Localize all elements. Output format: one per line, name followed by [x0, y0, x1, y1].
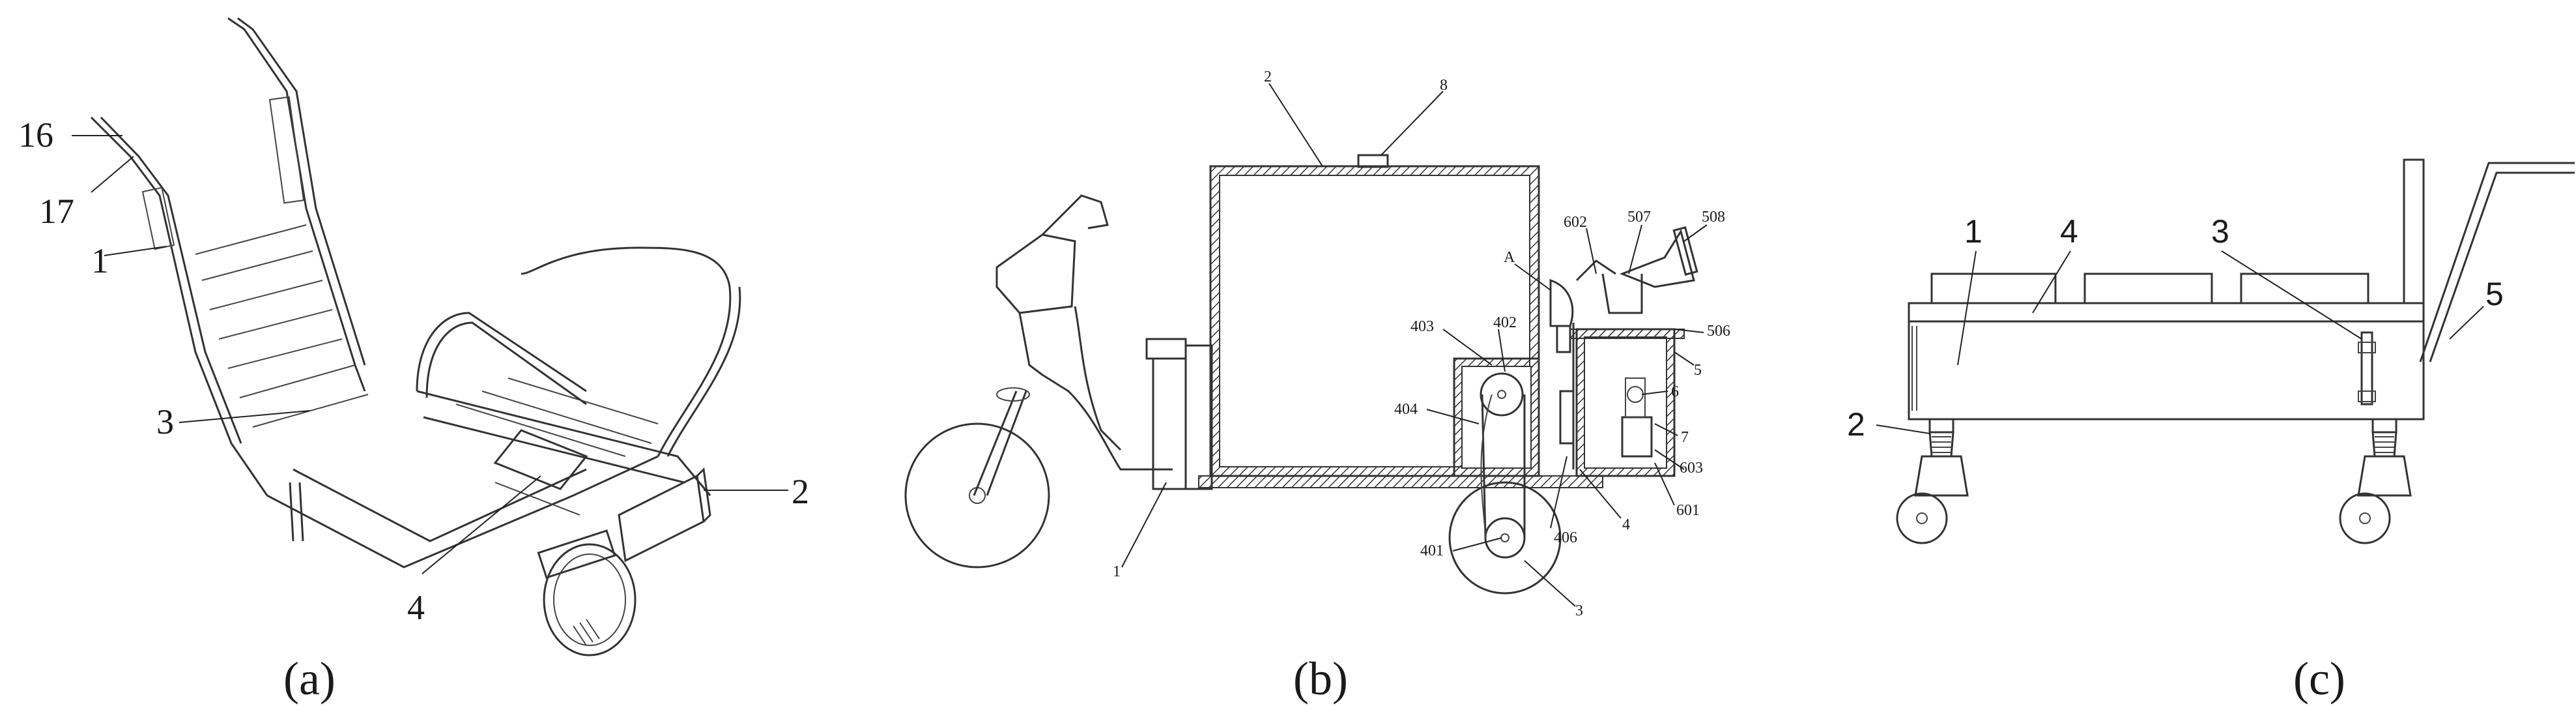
label-a-17: 17 — [39, 192, 74, 231]
label-b-4: 4 — [1622, 516, 1630, 533]
label-c-2: 2 — [1847, 406, 1865, 443]
panel-a-cart-drawing: 16 17 1 3 4 2 (a) — [18, 17, 809, 705]
label-b-2: 2 — [1264, 68, 1272, 85]
label-b-3: 3 — [1575, 602, 1583, 619]
label-b-1: 1 — [1113, 563, 1121, 580]
label-b-601: 601 — [1676, 502, 1700, 519]
label-b-403: 403 — [1410, 318, 1434, 335]
caption-b: (b) — [1293, 653, 1348, 705]
label-a-2: 2 — [792, 472, 809, 511]
label-b-5: 5 — [1694, 362, 1702, 379]
caption-a: (a) — [283, 653, 336, 705]
label-b-7: 7 — [1681, 429, 1689, 446]
label-c-5: 5 — [2485, 276, 2504, 312]
caption-c: (c) — [2293, 653, 2345, 705]
label-a-3: 3 — [156, 402, 174, 441]
label-b-6: 6 — [1671, 383, 1679, 400]
label-b-507: 507 — [1627, 209, 1651, 226]
label-b-506: 506 — [1707, 323, 1730, 340]
label-a-4: 4 — [407, 588, 425, 627]
label-b-401: 401 — [1420, 542, 1444, 559]
panel-b-vehicle-drawing: 2 8 602 507 508 A 506 403 402 5 6 404 7 … — [904, 68, 1730, 705]
label-b-a: A — [1504, 249, 1515, 266]
label-b-406: 406 — [1554, 529, 1577, 546]
label-c-3: 3 — [2211, 213, 2229, 250]
label-b-508: 508 — [1702, 209, 1725, 226]
label-b-603: 603 — [1680, 460, 1703, 477]
label-c-4: 4 — [2060, 213, 2078, 250]
label-a-1: 1 — [91, 241, 109, 280]
label-b-8: 8 — [1440, 77, 1448, 94]
panel-c-trolley-drawing: 1 4 3 5 2 (c) — [1847, 158, 2575, 705]
label-a-16: 16 — [18, 115, 53, 155]
label-b-404: 404 — [1394, 401, 1418, 418]
label-c-1: 1 — [1964, 213, 1982, 250]
label-b-402: 402 — [1493, 314, 1517, 331]
label-b-602: 602 — [1564, 214, 1587, 231]
